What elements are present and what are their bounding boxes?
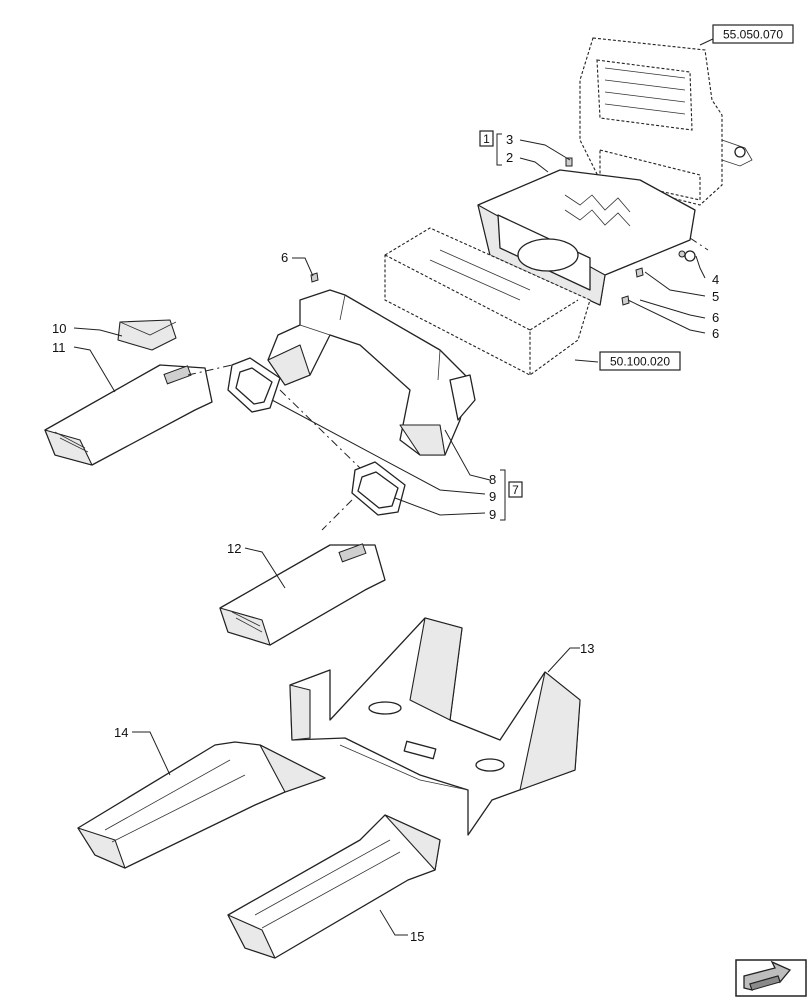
kit-box-1: 1 [479, 130, 494, 147]
duct-seal-lower [351, 461, 406, 516]
callout-14: 14 [114, 725, 128, 740]
callout-13: 13 [580, 641, 594, 656]
callout-6-top: 6 [281, 250, 288, 265]
callout-12: 12 [227, 541, 241, 556]
reference-50-100-020[interactable]: 50.100.020 [599, 351, 681, 371]
callout-15: 15 [410, 929, 424, 944]
callout-6-a: 6 [712, 310, 719, 325]
left-air-duct-part-11 [44, 364, 213, 466]
heater-core-box [384, 227, 591, 376]
blower-distribution-box [477, 157, 696, 306]
center-air-duct-part-12 [219, 543, 386, 646]
reference-label-middle: 50.100.020 [610, 355, 670, 369]
foam-pad-part-10 [117, 319, 177, 351]
callout-4: 4 [712, 272, 719, 287]
callout-9-b: 9 [489, 507, 496, 522]
callout-2: 2 [506, 150, 513, 165]
callout-5: 5 [712, 289, 719, 304]
callout-9-a: 9 [489, 489, 496, 504]
kit-label-1: 1 [483, 132, 490, 146]
assembly-centerlines [187, 237, 709, 531]
reference-label-upper: 55.050.070 [723, 28, 783, 42]
upper-heater-housing [579, 37, 753, 206]
callout-8: 8 [489, 472, 496, 487]
fasteners [310, 250, 696, 306]
callout-6-b: 6 [712, 326, 719, 341]
callout-10: 10 [52, 321, 66, 336]
kit-label-7: 7 [512, 483, 519, 497]
leader-lines [73, 37, 716, 936]
callout-11: 11 [52, 340, 66, 355]
left-floor-trim-part-14 [77, 741, 326, 869]
duct-seal-upper [227, 357, 281, 413]
reference-55-050-070[interactable]: 55.050.070 [712, 24, 794, 44]
right-floor-trim-part-15 [227, 814, 441, 959]
floor-mat-part-13 [289, 617, 581, 836]
callout-numbers: 3 2 4 5 6 6 6 8 9 9 10 11 12 13 14 15 [52, 132, 719, 944]
kit-brackets [496, 133, 506, 521]
duct-manifold [267, 289, 476, 456]
next-page-arrow-icon[interactable] [735, 959, 807, 997]
kit-box-7: 7 [508, 481, 523, 498]
callout-3: 3 [506, 132, 513, 147]
